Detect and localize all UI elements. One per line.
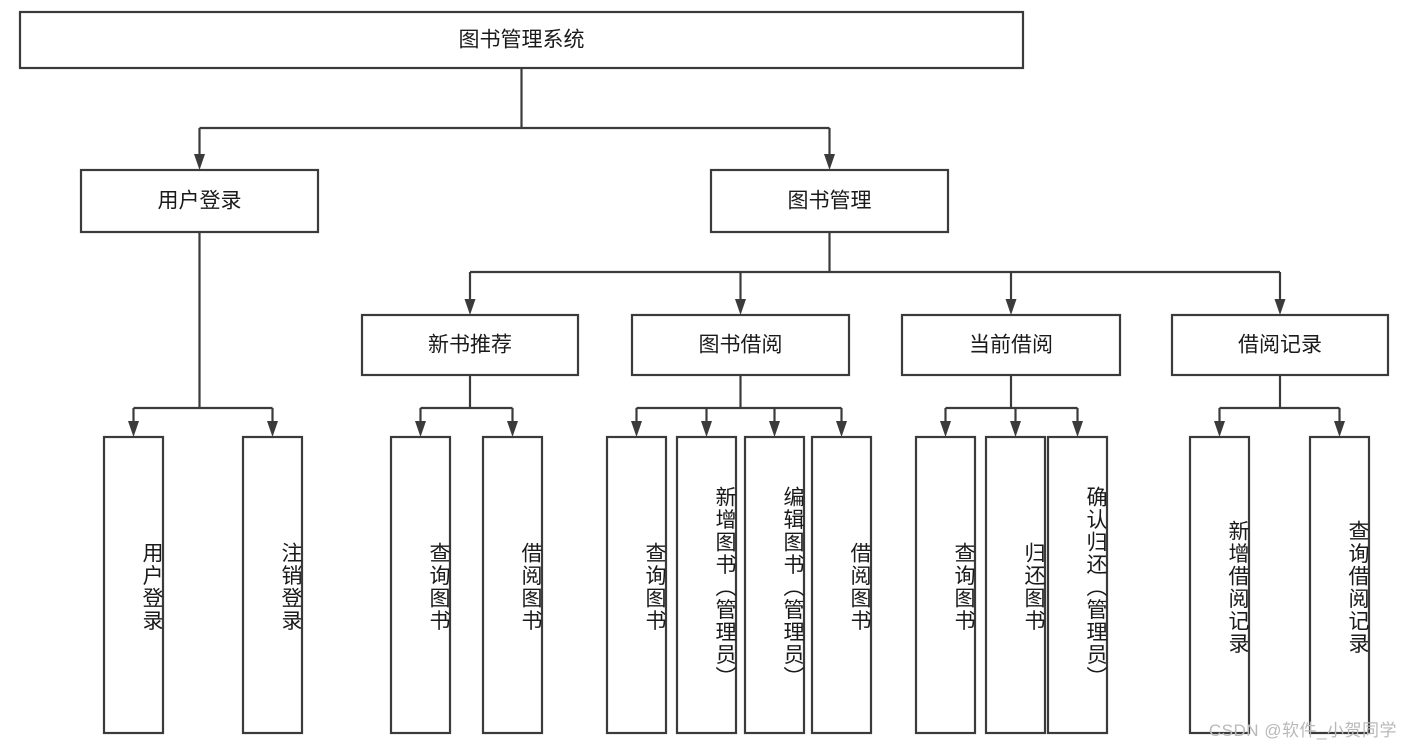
node-label: 新书推荐 [428,334,512,357]
node-box[interactable] [389,435,452,735]
node-box[interactable] [984,435,1047,735]
leaf-node-查询图书-4[interactable] [605,435,668,735]
leaf-node-查询借阅记录-12[interactable] [1308,435,1371,735]
node-box[interactable] [743,435,806,735]
watermark-text: CSDN @软件_小贺同学 [1208,721,1397,740]
node-label: 借阅记录 [1238,334,1322,357]
node-box[interactable] [1046,435,1109,735]
node-box[interactable] [241,435,304,735]
node-label: 用户登录 [158,190,242,213]
node-box[interactable] [810,435,873,735]
leaf-node-归还图书-9[interactable] [984,435,1047,735]
leaf-node-借阅图书-3[interactable] [481,435,544,735]
root-node-图书管理系统[interactable]: 图书管理系统 [18,10,1025,70]
arrow-head-icon [1072,421,1083,437]
arrow-head-icon [1274,299,1286,315]
arrow-head-icon [1010,421,1021,437]
node-box[interactable] [79,168,320,234]
arrow-head-icon [735,299,746,315]
leaf-node-查询图书-8[interactable] [914,435,977,735]
arrow-head-icon [836,421,847,437]
arrow-head-icon [128,421,139,437]
leaf-node-确认归还管理员-10[interactable] [1046,435,1109,735]
arrow-head-icon [824,154,835,170]
node-box[interactable] [481,435,544,735]
node-box[interactable] [360,313,580,377]
arrow-head-icon [267,421,278,437]
level1-node-图书管理[interactable]: 图书管理 [709,168,950,234]
leaf-node-新增图书管理员-5[interactable] [675,435,738,735]
arrow-head-icon [1334,421,1345,437]
node-box[interactable] [18,10,1025,70]
node-box[interactable] [709,168,950,234]
node-box[interactable] [675,435,738,735]
leaf-node-用户登录-0[interactable] [102,435,165,735]
node-box[interactable] [914,435,977,735]
level2-node-当前借阅[interactable]: 当前借阅 [900,313,1122,377]
arrow-head-icon [940,421,951,437]
arrow-head-icon [1005,299,1017,315]
leaf-node-借阅图书-7[interactable] [810,435,873,735]
arrow-head-icon [507,421,518,437]
node-box[interactable] [1188,435,1251,735]
connectors-layer [128,68,1345,437]
arrow-head-icon [1214,421,1225,437]
node-label: 当前借阅 [969,334,1053,357]
node-label: 图书管理系统 [459,29,585,52]
leaf-node-新增借阅记录-11[interactable] [1188,435,1251,735]
level2-node-借阅记录[interactable]: 借阅记录 [1170,313,1390,377]
node-box[interactable] [630,313,851,377]
arrow-head-icon [415,421,426,437]
arrow-head-icon [701,421,712,437]
node-box[interactable] [1308,435,1371,735]
arrow-head-icon [631,421,642,437]
level1-node-用户登录[interactable]: 用户登录 [79,168,320,234]
leaf-node-注销登录-1[interactable] [241,435,304,735]
leaf-node-编辑图书管理员-6[interactable] [743,435,806,735]
arrow-head-icon [769,421,780,437]
leaf-node-查询图书-2[interactable] [389,435,452,735]
node-box[interactable] [900,313,1122,377]
node-box[interactable] [605,435,668,735]
node-label: 图书管理 [788,190,872,213]
arrow-head-icon [464,299,476,315]
level2-node-图书借阅[interactable]: 图书借阅 [630,313,851,377]
node-box[interactable] [1170,313,1390,377]
node-label: 图书借阅 [699,334,783,357]
arrow-head-icon [194,154,205,170]
node-box[interactable] [102,435,165,735]
level2-node-新书推荐[interactable]: 新书推荐 [360,313,580,377]
